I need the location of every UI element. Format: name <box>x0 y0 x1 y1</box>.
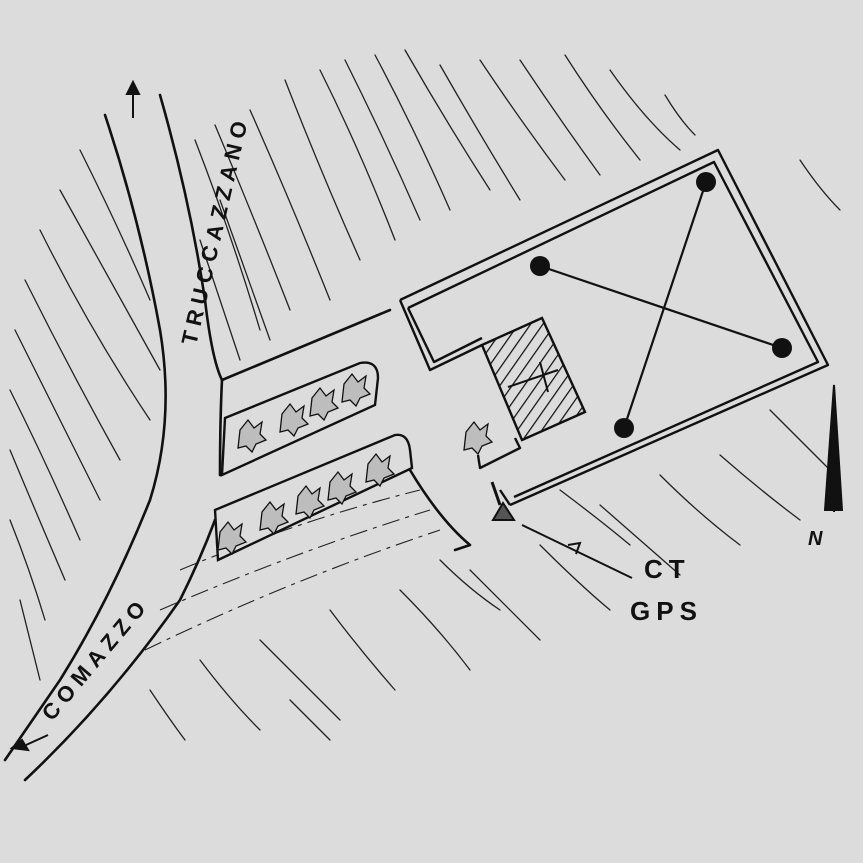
north-arrow <box>823 384 844 512</box>
shrub-icon <box>365 452 396 488</box>
shrubs <box>217 372 494 556</box>
road-arrows <box>9 79 141 752</box>
site-enclosure <box>398 148 830 507</box>
building-cross-icon <box>507 361 559 393</box>
shrub-icon <box>463 420 494 456</box>
shrub-icon <box>341 372 372 408</box>
shrub-icon <box>295 484 326 520</box>
shrub-icon <box>237 418 268 454</box>
survey-point-e <box>772 338 792 358</box>
north-label: N <box>808 528 823 550</box>
field-hatching <box>9 49 841 741</box>
road-label-truccazzano: TRUCCAZZANO <box>177 113 254 347</box>
survey-point-nw <box>530 256 550 276</box>
gps-marker <box>490 481 516 521</box>
shrub-icon <box>309 386 340 422</box>
shrub-icon <box>327 470 358 506</box>
shrub-icon <box>279 402 310 438</box>
shrub-icon <box>217 520 248 556</box>
building <box>480 316 587 442</box>
shrub-icon <box>259 500 290 536</box>
hedge-lines <box>144 489 441 651</box>
survey-point-s <box>614 418 634 438</box>
survey-points <box>530 172 792 438</box>
legend-gps: GPS <box>630 596 703 626</box>
legend-ct: CT <box>644 554 691 584</box>
arrow-north-icon <box>125 79 141 95</box>
leader-arrow <box>521 524 633 579</box>
gps-marker-icon <box>491 501 516 521</box>
survey-point-ne <box>696 172 716 192</box>
arrow-southwest-icon <box>9 738 30 752</box>
